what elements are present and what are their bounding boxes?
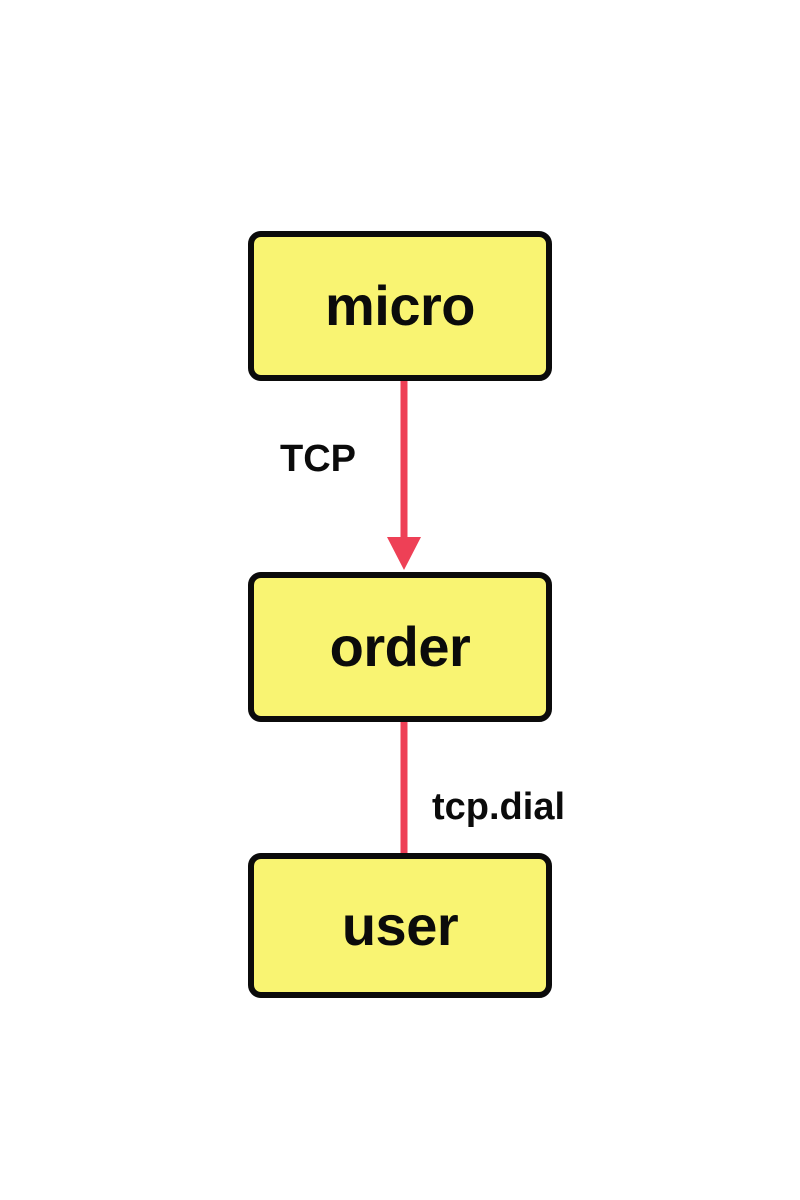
- node-user-label: user: [341, 893, 459, 957]
- node-user[interactable]: user: [248, 853, 552, 998]
- node-order-label: order: [329, 615, 471, 678]
- edge-label-tcp-dial: tcp.dial: [432, 786, 566, 828]
- edge-micro-to-order[interactable]: [387, 381, 421, 570]
- node-micro[interactable]: micro: [248, 231, 552, 381]
- node-micro-label: micro: [325, 274, 476, 337]
- edge-micro-to-order-arrowhead: [387, 537, 421, 570]
- node-order[interactable]: order: [248, 572, 552, 722]
- edge-label-tcp: TCP: [280, 438, 356, 480]
